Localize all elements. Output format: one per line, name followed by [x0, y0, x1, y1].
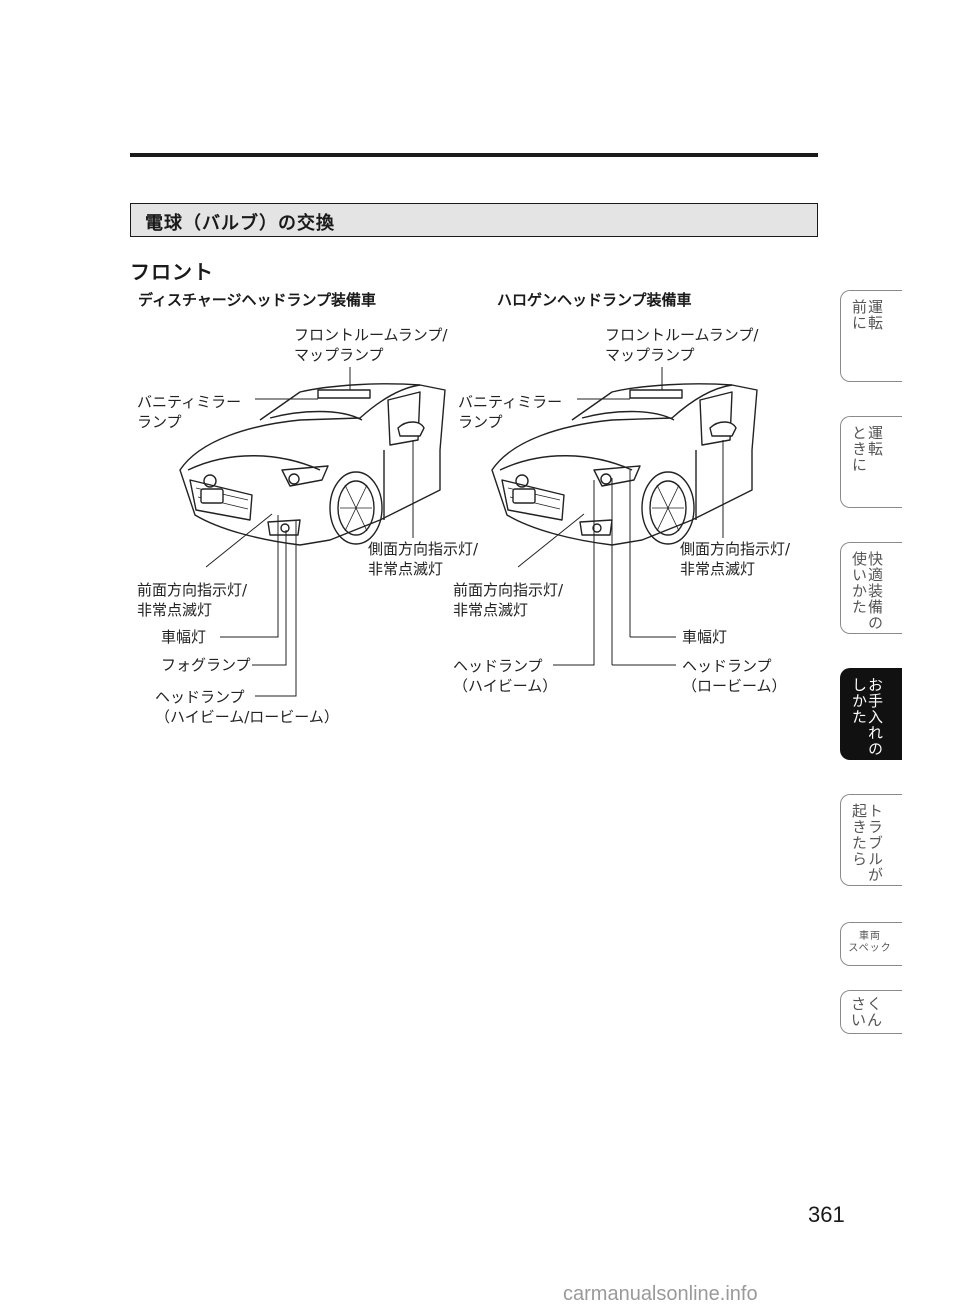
left-label-headlamp: ヘッドランプ （ハイビーム/ロービーム） — [155, 688, 339, 726]
right-label-low-beam: ヘッドランプ （ロービーム） — [682, 657, 787, 695]
tab-label: 車両 スペック — [848, 931, 892, 954]
tab-while-driving[interactable]: 運転 ときに — [840, 416, 902, 508]
tab-label: 快適装備の 使いかた — [850, 551, 884, 631]
left-label-vanity: バニティミラー ランプ — [137, 393, 242, 431]
right-label-side-turn: 側面方向指示灯/ 非常点滅灯 — [680, 540, 791, 578]
left-label-position: 車幅灯 — [161, 628, 207, 646]
right-label-high-beam: ヘッドランプ （ハイビーム） — [453, 657, 558, 695]
header-rule — [130, 153, 818, 157]
tab-label: さく いん — [851, 995, 884, 1029]
right-leader-lines — [517, 367, 724, 666]
left-label-room-lamp: フロントルームランプ/ マップランプ — [294, 326, 448, 364]
section-header: 電球（バルブ）の交換 — [130, 203, 818, 237]
tab-comfort-equipment[interactable]: 快適装備の 使いかた — [840, 542, 902, 634]
tab-index[interactable]: さく いん — [840, 990, 902, 1034]
right-label-position: 車幅灯 — [682, 628, 728, 646]
tab-label: 運転 ときに — [850, 425, 884, 473]
right-label-room-lamp: フロントルームランプ/ マップランプ — [605, 326, 759, 364]
tab-troubleshooting[interactable]: トラブルが 起きたら — [840, 794, 902, 886]
section-title: 電球（バルブ）の交換 — [145, 213, 335, 234]
sub-heading: フロント — [130, 260, 214, 284]
tab-before-driving[interactable]: 運転 前に — [840, 290, 902, 382]
tab-label: トラブルが 起きたら — [850, 803, 884, 883]
right-diagram-heading: ハロゲンヘッドランプ装備車 — [497, 291, 692, 309]
left-car-illustration — [179, 383, 446, 546]
left-label-front-turn: 前面方向指示灯/ 非常点滅灯 — [137, 581, 248, 619]
tab-label: お手入れの しかた — [850, 677, 884, 757]
right-car-illustration — [491, 383, 758, 546]
left-diagram-heading: ディスチャージヘッドランプ装備車 — [138, 291, 377, 309]
right-label-front-turn: 前面方向指示灯/ 非常点滅灯 — [453, 581, 564, 619]
tab-maintenance[interactable]: お手入れの しかた — [840, 668, 902, 760]
watermark: carmanualsonline.info — [563, 1283, 758, 1305]
tab-specifications[interactable]: 車両 スペック — [840, 922, 902, 966]
left-label-side-turn: 側面方向指示灯/ 非常点滅灯 — [368, 540, 479, 578]
right-label-vanity: バニティミラー ランプ — [458, 393, 563, 431]
page-number: 361 — [808, 1202, 845, 1227]
left-label-fog: フォグランプ — [161, 656, 251, 674]
tab-label: 運転 前に — [850, 299, 884, 331]
left-leader-lines — [205, 367, 414, 697]
